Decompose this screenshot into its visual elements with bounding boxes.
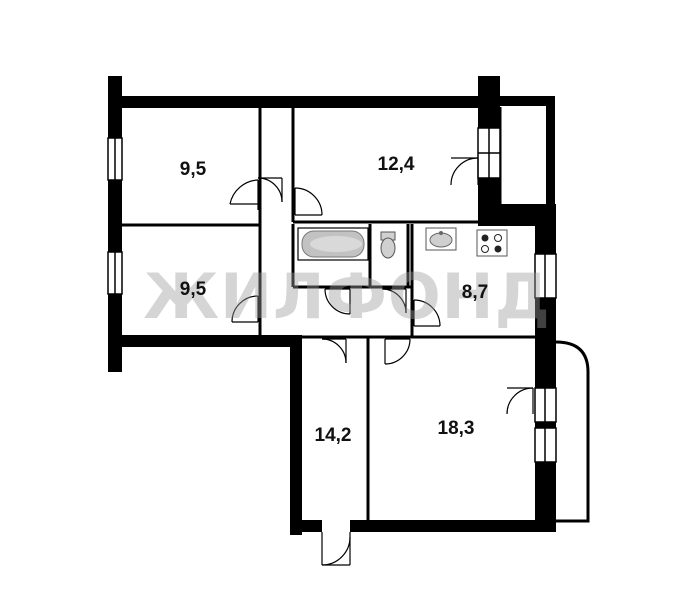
- entrance-door-swing: [321, 532, 351, 566]
- exterior-walls: [108, 76, 556, 535]
- door-swing: [321, 338, 347, 364]
- room-area-kitchen: 8,7: [462, 282, 488, 303]
- door-swing: [257, 177, 283, 203]
- room-area-bottom-narrow: 14,2: [315, 425, 352, 446]
- room-area-mid-left: 9,5: [180, 279, 207, 300]
- balcony: [555, 340, 590, 523]
- sink-icon: [425, 227, 457, 251]
- toilet-icon: [380, 231, 396, 259]
- door-swing: [381, 288, 407, 314]
- door-swing: [450, 157, 479, 186]
- door-swing: [384, 338, 411, 365]
- stove-icon: [476, 229, 508, 257]
- room-area-bottom-large: 18,3: [438, 418, 475, 439]
- door-swing: [229, 179, 259, 210]
- room-area-top-center: 12,4: [378, 154, 415, 175]
- bathtub-icon: [297, 227, 369, 261]
- room-area-top-left: 9,5: [180, 159, 207, 180]
- door-swing: [231, 295, 259, 323]
- watermark: ЖИЛФОНД: [143, 260, 551, 333]
- door-swing: [294, 187, 323, 216]
- windows: [107, 127, 557, 463]
- doors: [229, 157, 534, 566]
- door-swing: [506, 387, 534, 415]
- door-swing: [324, 288, 351, 315]
- door-swing: [413, 299, 441, 327]
